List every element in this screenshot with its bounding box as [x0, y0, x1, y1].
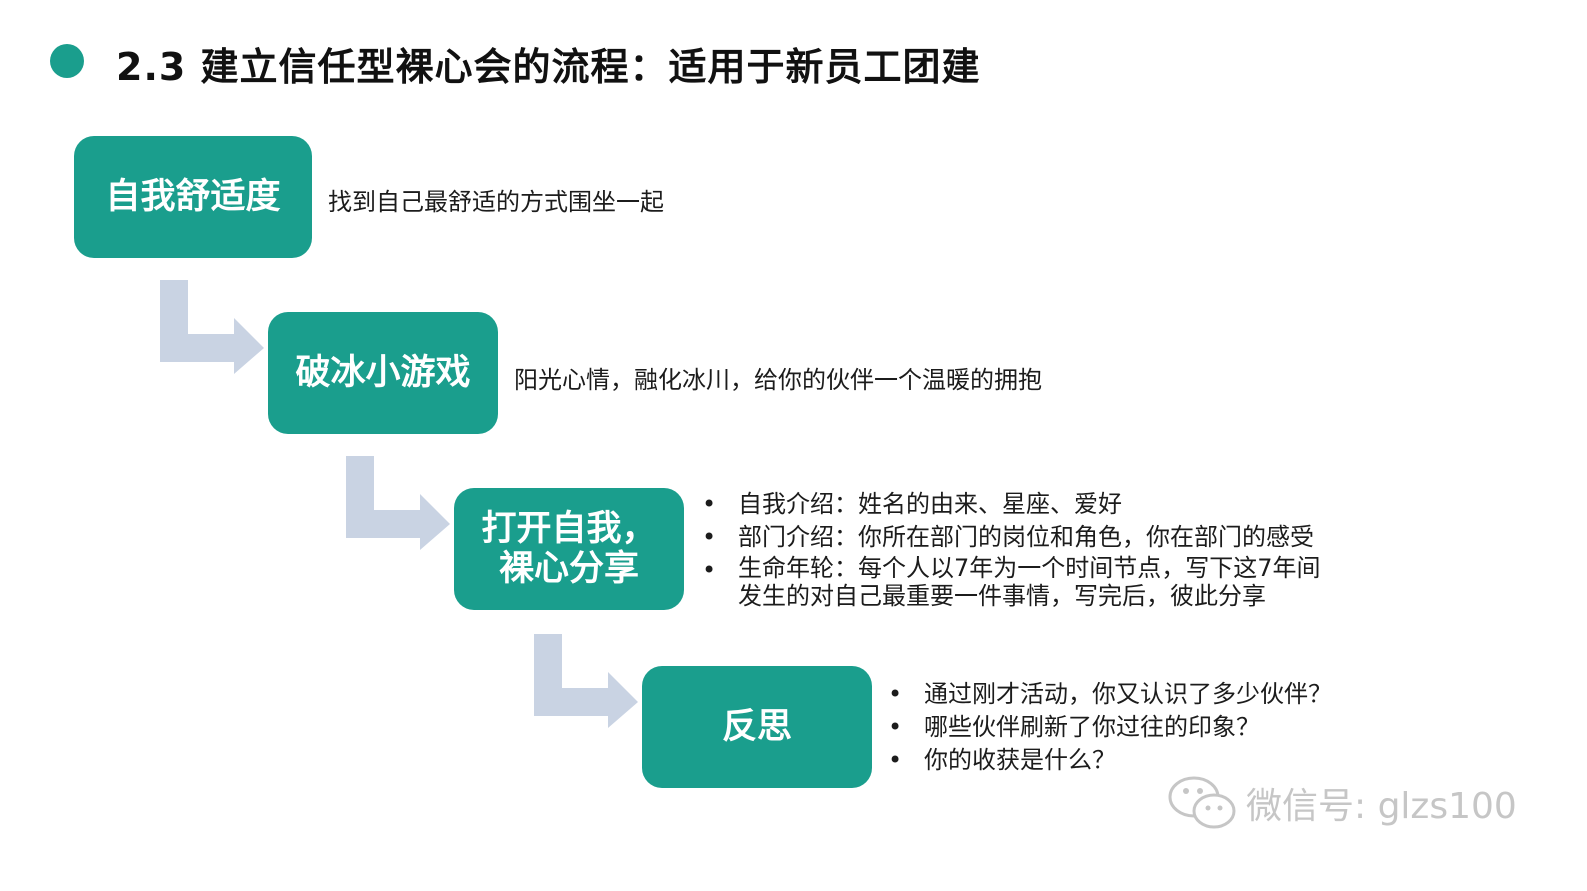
watermark-text: 微信号: glzs100: [1246, 786, 1517, 827]
step-bullets-3: •自我介绍：姓名的由来、星座、爱好 •部门介绍：你所在部门的岗位和角色，你在部门…: [702, 488, 1321, 613]
list-item: •生命年轮：每个人以7年为一个时间节点，写下这7年间 发生的对自己最重要一件事情…: [702, 554, 1321, 610]
wechat-icon: [1168, 776, 1236, 829]
step-label-1: 自我舒适度: [105, 176, 281, 217]
list-item: •部门介绍：你所在部门的岗位和角色，你在部门的感受: [702, 521, 1321, 554]
bullet-dot-icon: •: [702, 523, 717, 551]
flow-arrow-3-icon: [534, 634, 638, 728]
bullet-dot-icon: •: [888, 713, 903, 741]
bullet-dot-icon: •: [888, 680, 903, 708]
bullet-dot-icon: •: [888, 746, 903, 774]
list-item: •哪些伙伴刷新了你过往的印象？: [888, 711, 1332, 744]
step-box-1: 自我舒适度: [74, 136, 312, 258]
title-bullet-icon: [50, 44, 84, 78]
list-item: •自我介绍：姓名的由来、星座、爱好: [702, 488, 1321, 521]
bullet-dot-icon: •: [702, 556, 717, 584]
list-item: •通过刚才活动，你又认识了多少伙伴？: [888, 678, 1332, 711]
step-bullets-4: •通过刚才活动，你又认识了多少伙伴？ •哪些伙伴刷新了你过往的印象？ •你的收获…: [888, 678, 1332, 777]
page-title: 2.3 建立信任型裸心会的流程：适用于新员工团建: [116, 45, 981, 89]
step-box-2: 破冰小游戏: [268, 312, 498, 434]
step-box-4: 反思: [642, 666, 872, 788]
list-item: •你的收获是什么？: [888, 744, 1332, 777]
flow-arrow-1-icon: [160, 280, 264, 374]
step-label-2: 破冰小游戏: [295, 352, 471, 393]
step-desc-2: 阳光心情，融化冰川，给你的伙伴一个温暖的拥抱: [514, 366, 1042, 394]
watermark: 微信号: glzs100: [1168, 775, 1517, 831]
step-label-3: 打开自我， 裸心分享: [481, 508, 657, 589]
step-box-3: 打开自我， 裸心分享: [454, 488, 684, 610]
flow-arrow-2-icon: [346, 456, 450, 550]
bullet-dot-icon: •: [702, 490, 717, 518]
step-label-4: 反思: [721, 706, 792, 747]
step-desc-1: 找到自己最舒适的方式围坐一起: [328, 188, 664, 216]
